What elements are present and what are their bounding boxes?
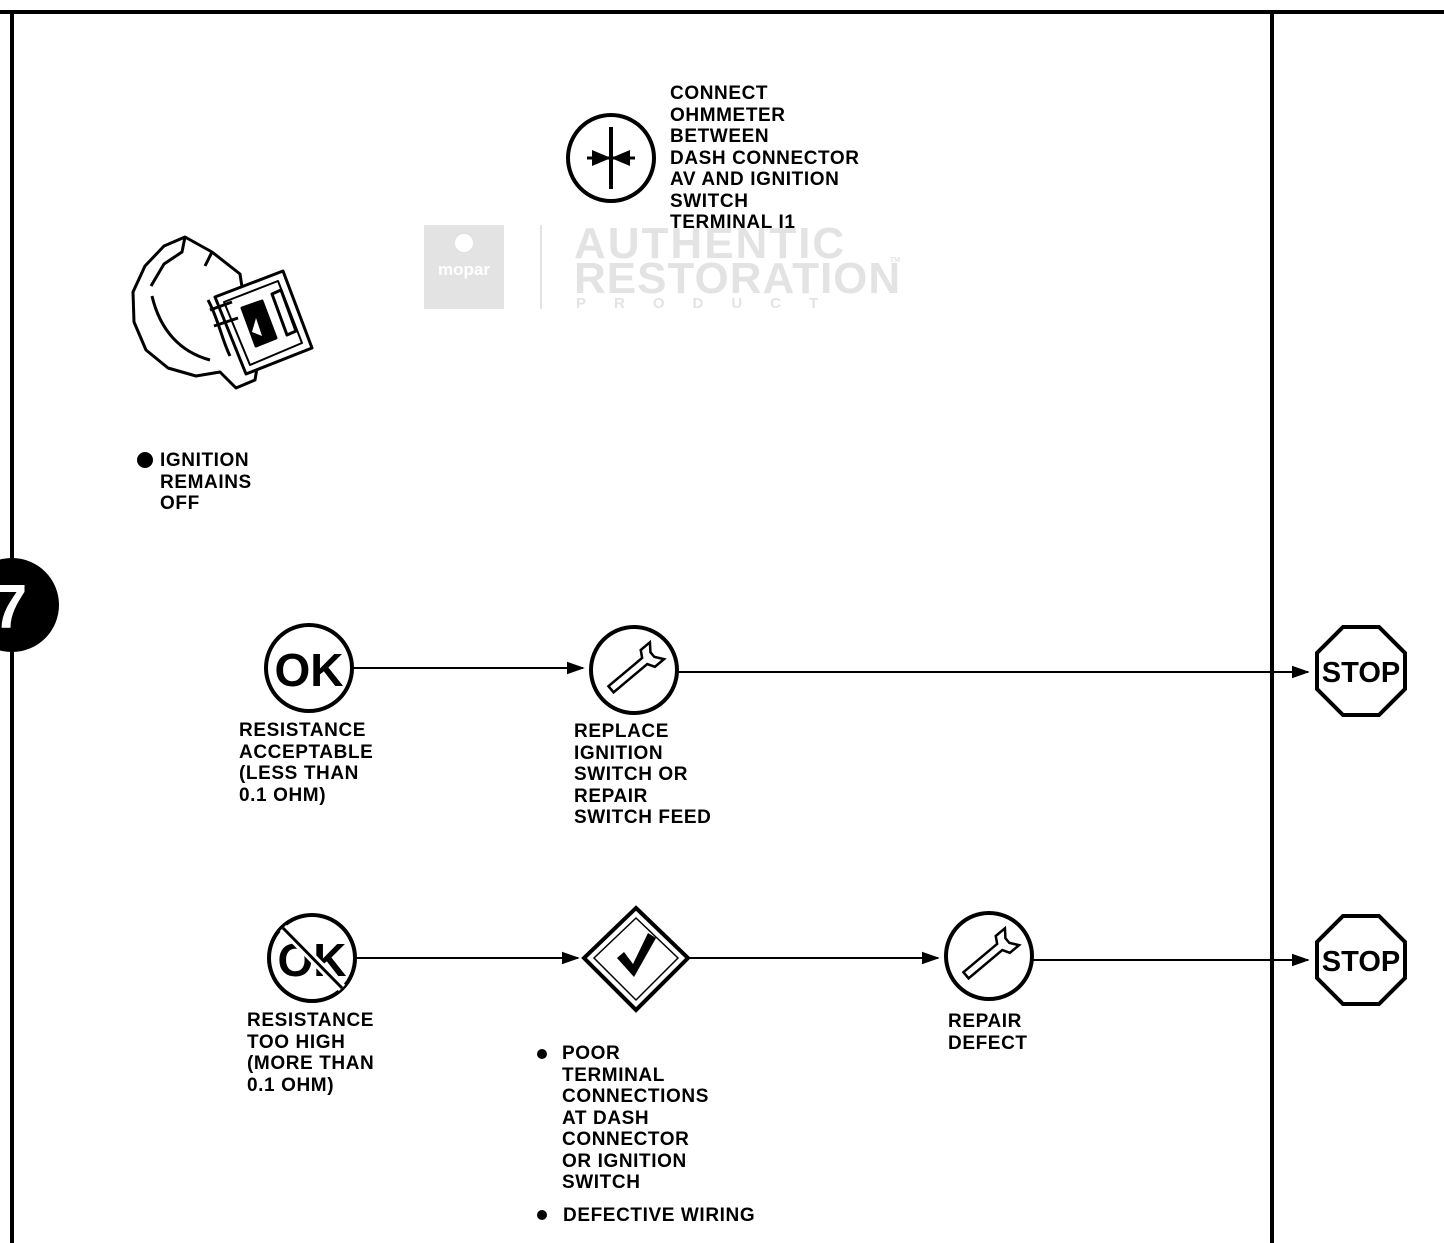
watermark-brand: mopar — [438, 260, 490, 279]
step-number: 7 — [0, 573, 27, 642]
precondition-text: IGNITION REMAINS OFF — [160, 450, 252, 515]
ohmmeter-icon — [568, 115, 654, 201]
check-bullet-1 — [537, 1049, 547, 1059]
watermark-tm: TM — [890, 257, 900, 264]
ok-condition-text: RESISTANCE ACCEPTABLE (LESS THAN 0.1 OHM… — [239, 720, 373, 806]
watermark-line3: PRODUCT — [576, 295, 846, 312]
stop-sign-icon: STOP — [1317, 627, 1405, 715]
ok-action-text: REPLACE IGNITION SWITCH OR REPAIR SWITCH… — [574, 721, 712, 829]
wrench-icon-repair — [946, 913, 1032, 999]
check-diamond-icon — [584, 908, 688, 1010]
not-ok-icon: OK — [269, 915, 355, 1001]
stop-sign-icon-2: STOP — [1317, 916, 1405, 1004]
ok-symbol-text: OK — [275, 644, 344, 696]
wrench-icon — [591, 627, 677, 713]
check-item-2: DEFECTIVE WIRING — [563, 1205, 755, 1227]
stop-text-1: STOP — [1322, 657, 1400, 689]
notok-action-text: REPAIR DEFECT — [948, 1011, 1028, 1054]
step-badge: 7 — [0, 558, 59, 652]
test-instruction: CONNECT OHMMETER BETWEEN DASH CONNECTOR … — [670, 83, 860, 234]
ok-icon: OK — [266, 625, 352, 711]
precondition-bullet — [137, 452, 153, 468]
stop-text-2: STOP — [1322, 946, 1400, 978]
ignition-key-icon — [133, 237, 312, 388]
check-item-1: POOR TERMINAL CONNECTIONS AT DASH CONNEC… — [562, 1043, 709, 1194]
check-bullet-2 — [537, 1210, 547, 1220]
notok-condition-text: RESISTANCE TOO HIGH (MORE THAN 0.1 OHM) — [247, 1010, 374, 1096]
